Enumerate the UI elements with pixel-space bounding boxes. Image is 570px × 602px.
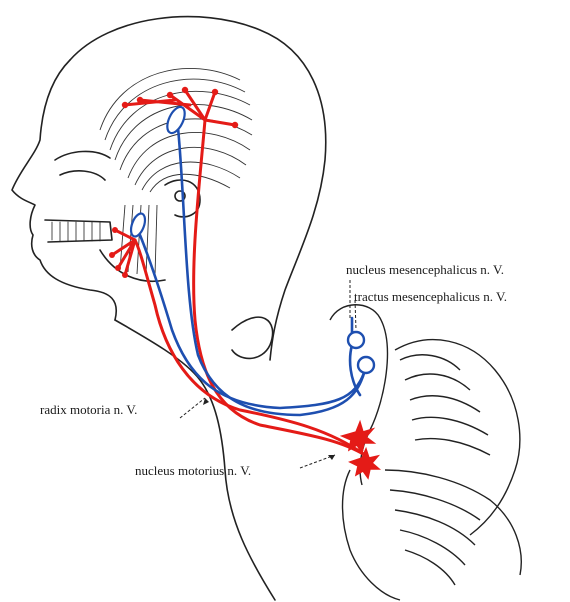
muscle-spindle-icon bbox=[129, 105, 186, 238]
label-nucleus-motorius: nucleus motorius n. V. bbox=[135, 463, 252, 478]
motor-pathway bbox=[110, 88, 367, 457]
sensory-neuron-icon bbox=[346, 330, 376, 375]
label-radix-motoria: radix motoria n. V. bbox=[40, 402, 138, 417]
label-tractus-mesencephalicus: tractus mesencephalicus n. V. bbox=[354, 289, 507, 304]
label-nucleus-mesencephalicus: nucleus mesencephalicus n. V. bbox=[346, 262, 505, 277]
sensory-pathway bbox=[138, 126, 367, 417]
arrowheads bbox=[203, 398, 335, 460]
head-outline bbox=[11, 15, 327, 361]
motor-endplate-icon bbox=[109, 86, 239, 278]
brainstem-cerebellum bbox=[329, 304, 522, 601]
motor-neuron-icon bbox=[339, 419, 382, 480]
leader-lines bbox=[179, 280, 357, 469]
neck-outline bbox=[114, 316, 276, 601]
